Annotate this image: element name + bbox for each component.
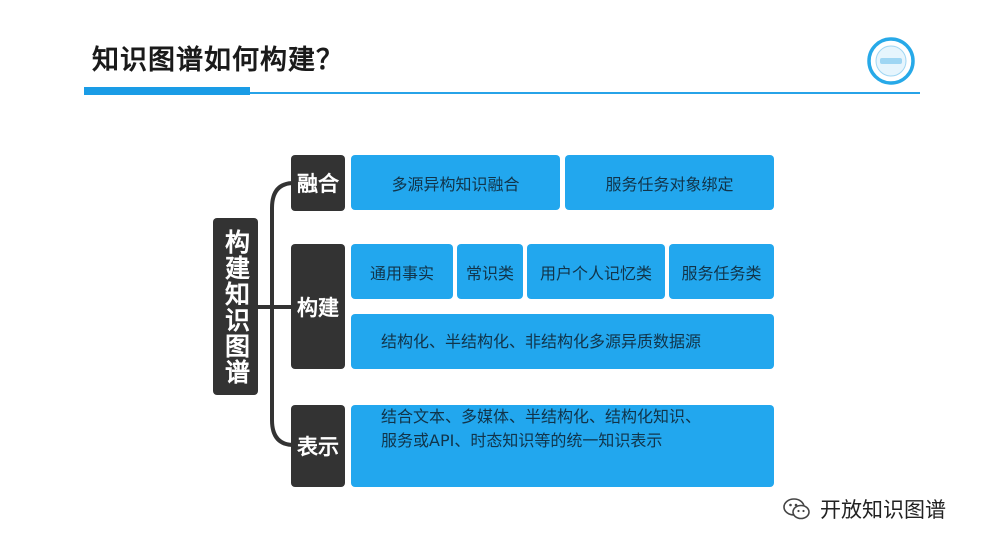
watermark: 开放知识图谱	[782, 494, 946, 524]
fusion-item-task-binding: 服务任务对象绑定	[565, 155, 774, 210]
root-node: 构建知识图谱	[213, 218, 258, 395]
page-title: 知识图谱如何构建？	[92, 45, 344, 76]
circle-logo-icon	[867, 37, 915, 85]
title-underline	[84, 92, 920, 94]
box-label: 服务任务类	[681, 263, 762, 283]
branch-label: 表示	[297, 435, 339, 459]
representation-item: 结合文本、多媒体、半结构化、结构化知识、 服务或API、时态知识等的统一知识表示	[351, 405, 774, 487]
box-label: 用户个人记忆类	[539, 263, 652, 283]
title-accent-bar	[84, 87, 250, 95]
root-label: 构建知识图谱	[221, 228, 251, 385]
box-label: 通用事实	[369, 263, 434, 283]
construction-item-user-memory: 用户个人记忆类	[527, 244, 665, 299]
construction-item-data-sources: 结构化、半结构化、非结构化多源异质数据源	[351, 314, 774, 369]
tree-connector	[258, 181, 294, 447]
box-label: 服务任务对象绑定	[605, 174, 734, 194]
fusion-item-multisource: 多源异构知识融合	[351, 155, 560, 210]
box-label: 多源异构知识融合	[391, 174, 520, 194]
branch-construction: 构建	[291, 244, 345, 369]
box-label: 结构化、半结构化、非结构化多源异质数据源	[381, 331, 702, 351]
wechat-icon	[783, 498, 810, 520]
construction-item-common-sense: 常识类	[457, 244, 523, 299]
watermark-text: 开放知识图谱	[820, 498, 946, 522]
branch-label: 融合	[297, 172, 339, 196]
branch-representation: 表示	[291, 405, 345, 487]
box-line: 服务或API、时态知识等的统一知识表示	[381, 431, 663, 450]
construction-item-service-task: 服务任务类	[669, 244, 774, 299]
box-line: 结合文本、多媒体、半结构化、结构化知识、	[381, 407, 702, 426]
construction-item-general-facts: 通用事实	[351, 244, 453, 299]
box-label: 常识类	[465, 263, 514, 283]
branch-label: 构建	[297, 295, 339, 320]
branch-fusion: 融合	[291, 155, 345, 211]
